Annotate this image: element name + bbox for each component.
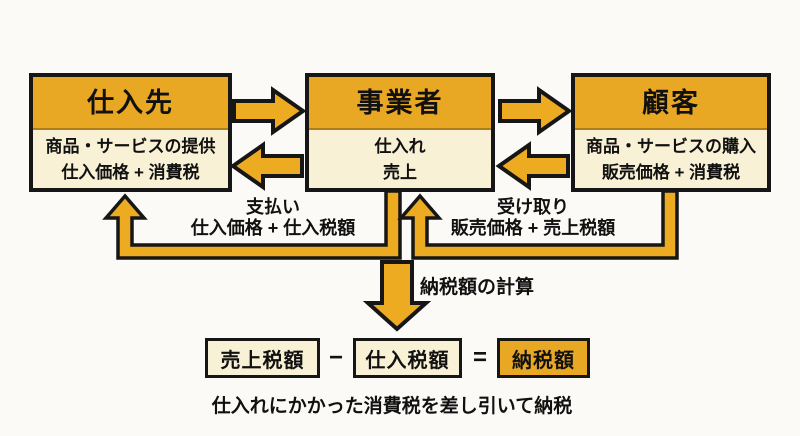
customer-line2: 販売価格 + 消費税 bbox=[601, 163, 741, 182]
customer-box: 顧客 商品・サービスの購入 販売価格 + 消費税 bbox=[571, 73, 771, 192]
arrow-loop-receipt-icon bbox=[397, 189, 679, 260]
arrow-loop-payment-icon bbox=[102, 189, 402, 260]
arrow-left-receipt-icon bbox=[495, 141, 570, 191]
receipt-label-line2: 販売価格 + 売上税額 bbox=[450, 218, 616, 238]
business-line2: 売上 bbox=[383, 163, 417, 182]
arrow-right-sale-icon bbox=[498, 86, 573, 136]
equals-operator: = bbox=[472, 344, 488, 371]
payment-label-line2: 仕入価格 + 仕入税額 bbox=[190, 218, 356, 238]
receipt-label: 受け取り 販売価格 + 売上税額 bbox=[451, 197, 616, 239]
customer-body: 商品・サービスの購入 販売価格 + 消費税 bbox=[575, 130, 767, 186]
payment-label-line1: 支払い bbox=[245, 197, 300, 217]
customer-line1: 商品・サービスの購入 bbox=[586, 137, 756, 156]
arrow-left-payment-icon bbox=[229, 141, 304, 191]
supplier-title: 仕入先 bbox=[33, 77, 228, 130]
arrow-down-calc-icon bbox=[362, 260, 432, 332]
receipt-label-line1: 受け取り bbox=[496, 197, 569, 217]
arrow-right-supply-icon bbox=[232, 86, 307, 136]
supplier-body: 商品・サービスの提供 仕入価格 + 消費税 bbox=[33, 130, 228, 186]
supplier-line1: 商品・サービスの提供 bbox=[45, 137, 216, 156]
formula-purchase-tax-box: 仕入税額 bbox=[353, 338, 462, 378]
formula-sales-tax-box: 売上税額 bbox=[205, 338, 320, 378]
supplier-line2: 仕入価格 + 消費税 bbox=[61, 163, 200, 182]
payment-label: 支払い 仕入価格 + 仕入税額 bbox=[191, 197, 356, 239]
calc-label: 納税額の計算 bbox=[420, 277, 535, 298]
customer-title: 顧客 bbox=[575, 77, 767, 130]
business-title: 事業者 bbox=[309, 77, 491, 130]
minus-operator: − bbox=[328, 344, 344, 371]
business-body: 仕入れ 売上 bbox=[309, 130, 491, 186]
supplier-box: 仕入先 商品・サービスの提供 仕入価格 + 消費税 bbox=[29, 73, 232, 192]
business-box: 事業者 仕入れ 売上 bbox=[305, 73, 495, 192]
bottom-caption: 仕入れにかかった消費税を差し引いて納税 bbox=[211, 396, 573, 417]
business-line1: 仕入れ bbox=[374, 137, 426, 156]
formula-tax-due-box: 納税額 bbox=[497, 338, 590, 378]
